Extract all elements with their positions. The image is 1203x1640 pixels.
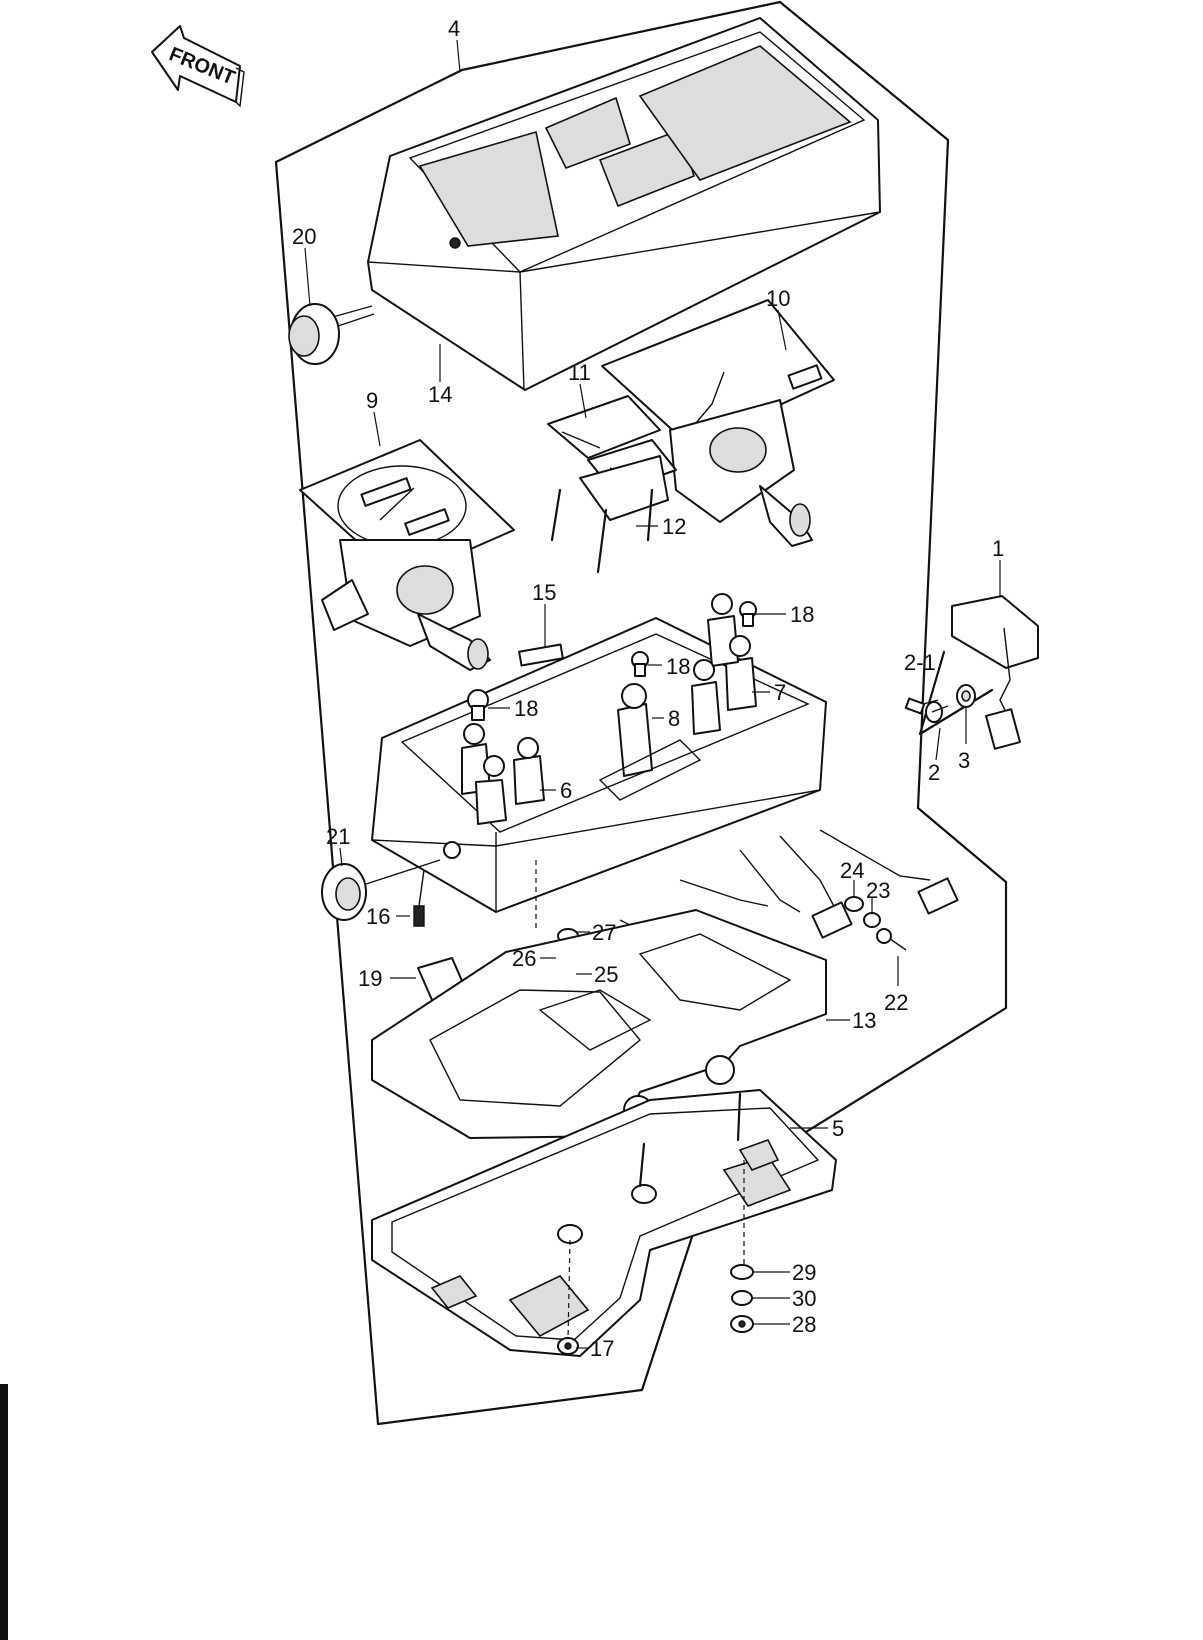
indicator-bulbs-18 <box>468 602 756 720</box>
front-arrow: FRONT <box>152 26 244 106</box>
callout-15: 15 <box>532 580 556 605</box>
callout-labels: 4 20 14 10 11 9 12 15 18 18 18 7 8 6 21 … <box>292 16 1004 1361</box>
bulb-sockets-7 <box>692 594 756 734</box>
upper-meter-case <box>368 18 880 390</box>
callout-16: 16 <box>366 904 390 929</box>
callout-9: 9 <box>366 388 378 413</box>
callout-14: 14 <box>428 382 452 407</box>
callout-28: 28 <box>792 1312 816 1337</box>
bulb-sockets-6 <box>462 724 544 824</box>
callout-13: 13 <box>852 1008 876 1033</box>
tachometer <box>602 300 834 546</box>
callout-18-left: 18 <box>514 696 538 721</box>
lower-meter-case <box>372 618 826 930</box>
callout-8: 8 <box>668 706 680 731</box>
fasteners-2-3 <box>906 685 975 722</box>
callout-6: 6 <box>560 778 572 803</box>
speedometer <box>300 440 514 670</box>
callout-18-middle: 18 <box>666 654 690 679</box>
base-plate-5 <box>372 1090 836 1356</box>
callout-22: 22 <box>884 990 908 1015</box>
callout-18-upper: 18 <box>790 602 814 627</box>
callout-12: 12 <box>662 514 686 539</box>
callout-25: 25 <box>594 962 618 987</box>
callout-19: 19 <box>358 966 382 991</box>
callout-3: 3 <box>958 748 970 773</box>
callout-10: 10 <box>766 286 790 311</box>
part-1-unit <box>952 596 1038 749</box>
assembly-outline <box>276 2 1006 1424</box>
callout-21: 21 <box>326 824 350 849</box>
bulb-socket-8 <box>600 684 700 800</box>
callout-24: 24 <box>840 858 864 883</box>
callout-11: 11 <box>568 360 591 385</box>
callout-26: 26 <box>512 946 536 971</box>
callout-27: 27 <box>592 920 616 945</box>
callout-2: 2 <box>928 760 940 785</box>
callout-29: 29 <box>792 1260 816 1285</box>
gauge-mounting-bolts <box>552 490 652 572</box>
fasteners-22-24 <box>845 897 906 950</box>
callout-5: 5 <box>832 1116 844 1141</box>
trip-reset-knob <box>289 304 374 364</box>
callout-1: 1 <box>992 536 1004 561</box>
callout-4: 4 <box>448 16 460 41</box>
mounting-plate-13 <box>372 910 826 1138</box>
callout-leaders <box>305 40 1000 1348</box>
callout-30: 30 <box>792 1286 816 1311</box>
fuel-temp-gauges <box>548 396 676 520</box>
left-edge-bar <box>0 1384 8 1640</box>
callout-2-1: 2-1 <box>904 650 936 675</box>
callout-23: 23 <box>866 878 890 903</box>
grommet-21 <box>322 860 440 920</box>
callout-7: 7 <box>774 680 786 705</box>
callout-17: 17 <box>590 1336 614 1361</box>
callout-20: 20 <box>292 224 316 249</box>
screw-16 <box>414 870 424 926</box>
